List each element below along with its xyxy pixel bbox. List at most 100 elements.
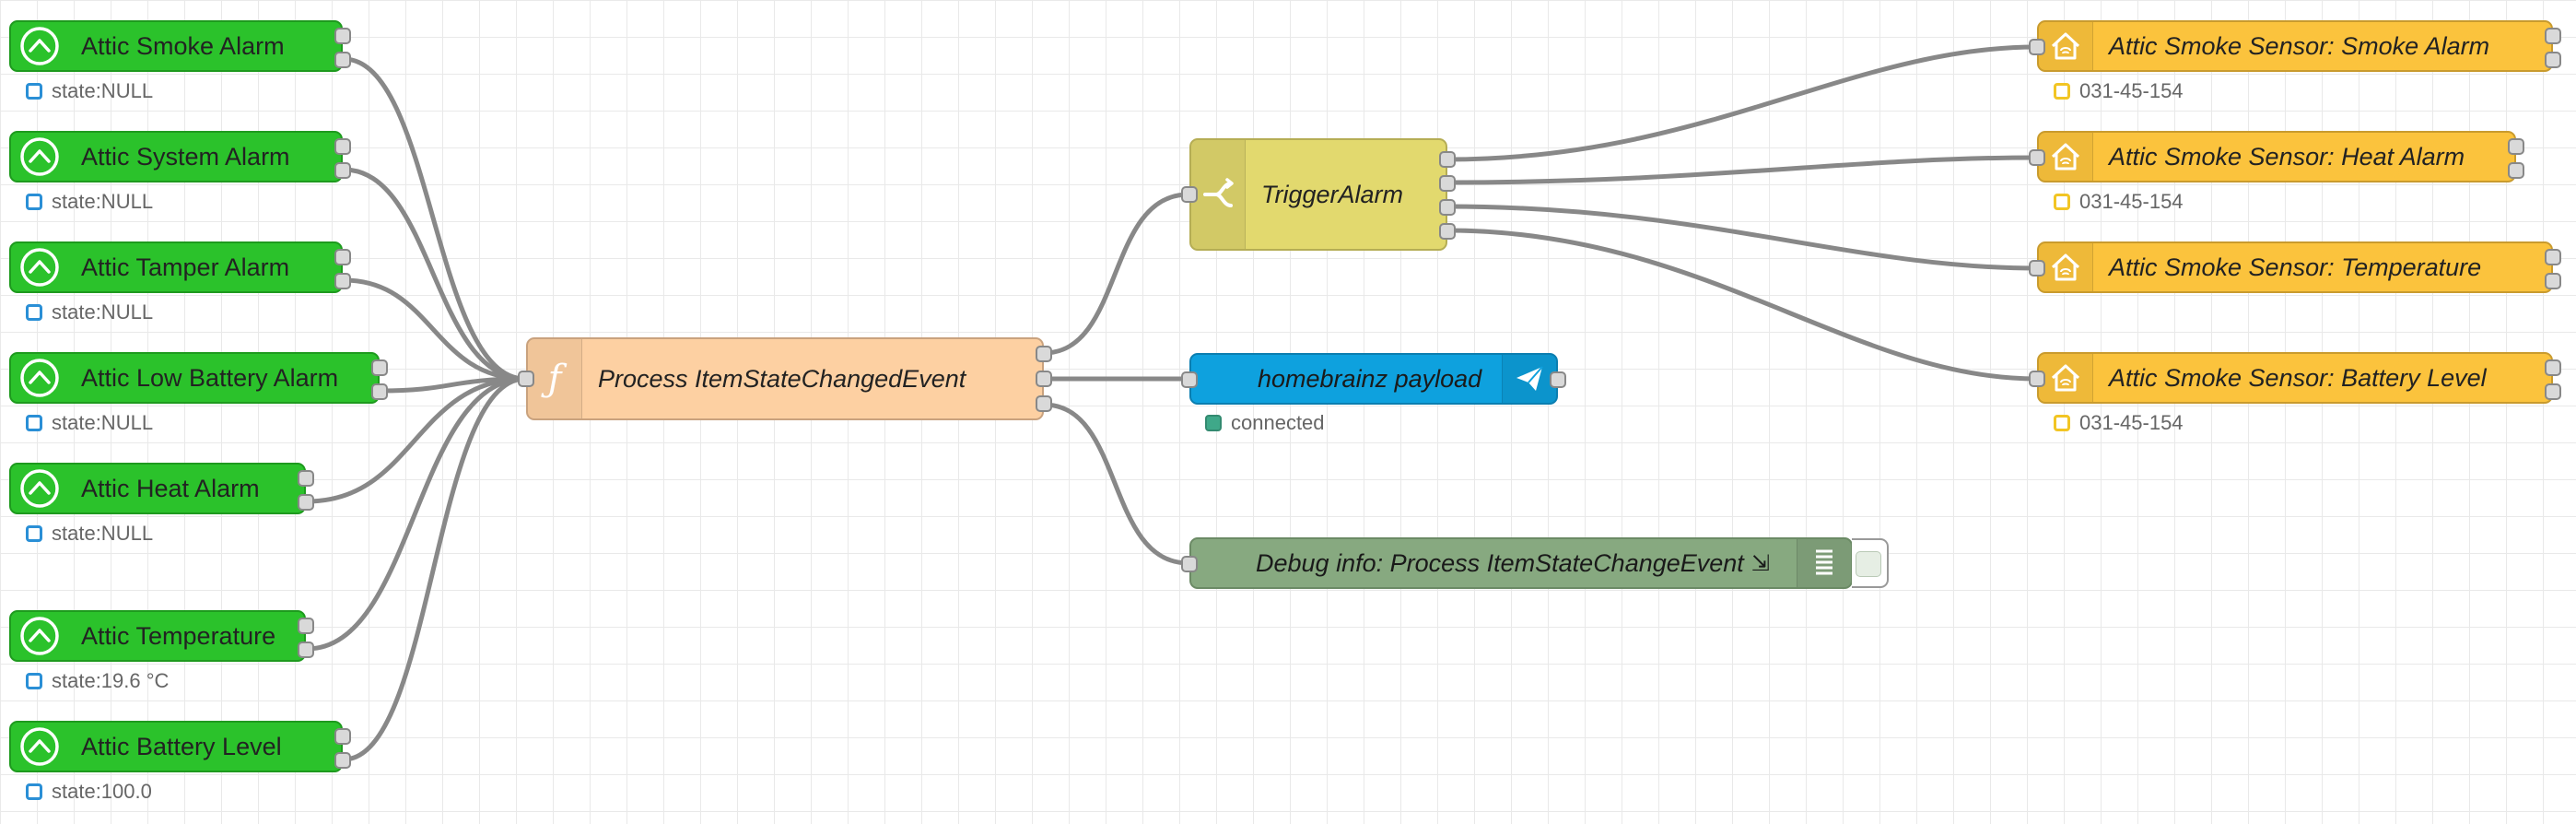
- output-port[interactable]: [1036, 371, 1052, 387]
- node-status: 031-45-154: [2054, 190, 2184, 214]
- wire-switch-to-smoke-sensor: [1445, 44, 2039, 162]
- node-label: Attic Smoke Sensor: Temperature: [2109, 253, 2482, 281]
- debug-toggle-button[interactable]: [1852, 538, 1889, 588]
- status-dot: [26, 673, 42, 689]
- wire-switch-to-heat-sensor: [1445, 155, 2039, 185]
- output-port[interactable]: [298, 618, 314, 634]
- output-port[interactable]: [298, 642, 314, 658]
- output-port[interactable]: [1036, 395, 1052, 412]
- node-label: Attic Low Battery Alarm: [81, 363, 339, 392]
- homekit-node-temperature[interactable]: Attic Smoke Sensor: Temperature: [2029, 241, 2561, 293]
- openhab-node-tamper-alarm[interactable]: Attic Tamper Alarm: [9, 241, 351, 293]
- node-status: 031-45-154: [2054, 79, 2184, 103]
- openhab-icon: [11, 354, 68, 402]
- node-label: Attic Battery Level: [81, 732, 282, 760]
- output-port[interactable]: [334, 28, 351, 44]
- output-port[interactable]: [2545, 28, 2561, 44]
- input-port[interactable]: [1181, 556, 1198, 572]
- wire-switch-to-temperature-sensor: [1445, 204, 2039, 271]
- output-port[interactable]: [298, 470, 314, 487]
- output-port[interactable]: [2508, 162, 2524, 179]
- wire-function-to-switch: [1041, 192, 1191, 356]
- output-port[interactable]: [2545, 359, 2561, 376]
- input-port[interactable]: [2029, 149, 2045, 166]
- input-port[interactable]: [1181, 371, 1198, 388]
- homekit-house-icon: [2039, 354, 2093, 402]
- output-port[interactable]: [2545, 52, 2561, 68]
- output-port[interactable]: [371, 383, 388, 400]
- status-text: connected: [1231, 411, 1325, 434]
- node-status: state:100.0: [26, 780, 152, 804]
- openhab-node-temperature[interactable]: Attic Temperature: [9, 610, 314, 662]
- output-port[interactable]: [1439, 223, 1456, 240]
- homekit-node-smoke-alarm[interactable]: Attic Smoke Sensor: Smoke Alarm: [2029, 20, 2561, 72]
- output-port[interactable]: [2545, 383, 2561, 400]
- openhab-icon: [11, 243, 68, 291]
- homekit-house-icon: [2039, 243, 2093, 291]
- openhab-node-low-battery-alarm[interactable]: Attic Low Battery Alarm: [9, 352, 388, 404]
- status-text: 031-45-154: [2079, 79, 2184, 102]
- status-text: 031-45-154: [2079, 190, 2184, 213]
- debug-node-process-event[interactable]: Debug info: Process ItemStateChangeEvent…: [1181, 537, 1853, 589]
- status-dot: [26, 194, 42, 210]
- node-status: state:NULL: [26, 190, 153, 214]
- output-port[interactable]: [334, 752, 351, 769]
- openhab-node-smoke-alarm[interactable]: Attic Smoke Alarm: [9, 20, 351, 72]
- output-port[interactable]: [334, 52, 351, 68]
- output-port[interactable]: [1439, 175, 1456, 192]
- input-port[interactable]: [2029, 39, 2045, 55]
- node-label: TriggerAlarm: [1261, 180, 1404, 208]
- node-status: 031-45-154: [2054, 411, 2184, 435]
- output-port[interactable]: [2545, 273, 2561, 289]
- debug-toggle-inner: [1856, 551, 1881, 577]
- output-port[interactable]: [1550, 371, 1566, 388]
- node-label: Process ItemStateChangedEvent: [598, 364, 966, 393]
- status-text: state:100.0: [52, 780, 152, 803]
- status-text: state:NULL: [52, 411, 154, 434]
- openhab-icon: [11, 133, 68, 181]
- node-label: Attic System Alarm: [81, 142, 290, 171]
- output-port[interactable]: [334, 249, 351, 265]
- input-port[interactable]: [518, 371, 534, 387]
- output-port[interactable]: [1036, 346, 1052, 362]
- openhab-node-heat-alarm[interactable]: Attic Heat Alarm: [9, 463, 314, 514]
- paper-plane-icon: [1502, 355, 1556, 403]
- openhab-node-system-alarm[interactable]: Attic System Alarm: [9, 131, 351, 182]
- homekit-house-icon: [2039, 133, 2093, 181]
- openhab-icon: [11, 22, 68, 70]
- telegram-node-homebrainz-payload[interactable]: homebrainz payload: [1181, 353, 1566, 405]
- output-port[interactable]: [2545, 249, 2561, 265]
- input-port[interactable]: [1181, 186, 1198, 203]
- node-status: state:19.6 °C: [26, 669, 169, 693]
- output-port[interactable]: [334, 162, 351, 179]
- function-node-process-event[interactable]: ƒ Process ItemStateChangedEvent: [518, 337, 1052, 420]
- status-dot: [2054, 415, 2070, 431]
- wire-system-to-function: [341, 167, 528, 382]
- homekit-node-battery-level[interactable]: Attic Smoke Sensor: Battery Level: [2029, 352, 2561, 404]
- output-port[interactable]: [371, 359, 388, 376]
- node-label: homebrainz payload: [1258, 364, 1482, 393]
- status-dot: [26, 304, 42, 321]
- input-port[interactable]: [2029, 260, 2045, 277]
- node-label: Attic Smoke Sensor: Smoke Alarm: [2109, 31, 2490, 60]
- switch-node-trigger-alarm[interactable]: TriggerAlarm: [1181, 138, 1456, 251]
- node-status: state:NULL: [26, 79, 153, 103]
- output-port[interactable]: [298, 494, 314, 511]
- output-port[interactable]: [2508, 138, 2524, 155]
- output-port[interactable]: [334, 273, 351, 289]
- node-status: connected: [1205, 411, 1325, 435]
- output-port[interactable]: [334, 728, 351, 745]
- output-port[interactable]: [1439, 199, 1456, 216]
- homekit-node-heat-alarm[interactable]: Attic Smoke Sensor: Heat Alarm: [2029, 131, 2524, 182]
- node-label: Attic Heat Alarm: [81, 474, 260, 502]
- output-port[interactable]: [1439, 151, 1456, 168]
- openhab-node-battery-level[interactable]: Attic Battery Level: [9, 721, 351, 772]
- debug-label-text: Debug info: Process ItemStateChangeEvent: [1256, 548, 1744, 577]
- node-label: Attic Smoke Sensor: Heat Alarm: [2109, 142, 2465, 171]
- input-port[interactable]: [2029, 371, 2045, 387]
- output-port[interactable]: [334, 138, 351, 155]
- node-label: Attic Temperature: [81, 621, 276, 650]
- status-text: state:NULL: [52, 300, 154, 324]
- debug-arrow-icon: ⇲: [1751, 550, 1770, 576]
